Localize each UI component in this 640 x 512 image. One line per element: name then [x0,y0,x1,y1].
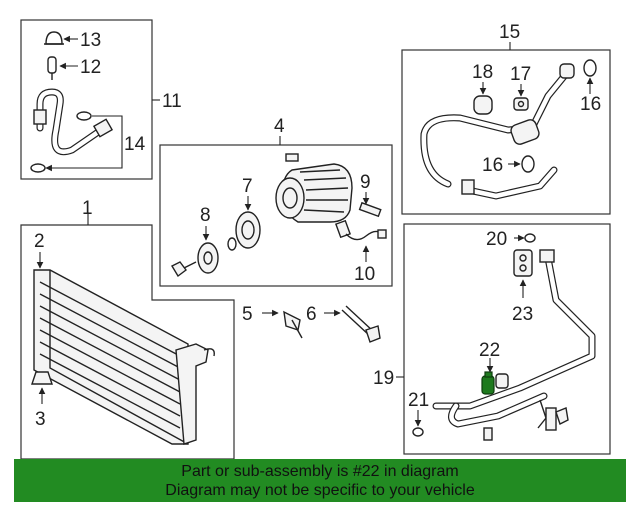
callout-18[interactable]: 18 [472,62,493,83]
part-21-o-ring[interactable] [412,427,424,437]
banner-line-2: Diagram may not be specific to your vehi… [165,482,475,499]
callout-16-lower[interactable]: 16 [482,155,503,176]
part-15-hose[interactable] [420,63,575,200]
part-16-o-ring-lower[interactable] [521,155,535,173]
banner-line-1: Part or sub-assembly is #22 in diagram [181,463,459,480]
group-box-15 [401,42,611,215]
callout-10[interactable]: 10 [354,264,375,285]
callout-5[interactable]: 5 [242,304,253,325]
callout-11[interactable]: 11 [162,91,182,112]
callout-12[interactable]: 12 [80,57,101,78]
part-12-valve-core[interactable] [47,56,57,80]
part-8-hub[interactable] [171,242,219,278]
callout-20[interactable]: 20 [486,229,507,250]
part-13-cap[interactable] [44,31,64,45]
group-box-11 [20,19,160,180]
callout-1[interactable]: 1 [82,198,93,219]
part-4-compressor[interactable] [275,153,353,223]
callout-2[interactable]: 2 [34,231,45,252]
callout-23[interactable]: 23 [512,304,533,325]
part-11-hose[interactable] [33,88,114,156]
callout-3[interactable]: 3 [35,409,46,430]
part-22-highlighted[interactable] [481,371,495,395]
part-14-o-rings[interactable] [30,111,92,173]
part-6-long-bolt[interactable] [341,305,381,343]
part-info-banner: Part or sub-assembly is #22 in diagram D… [14,459,626,502]
callout-19[interactable]: 19 [373,368,394,389]
part-16-o-ring-upper[interactable] [583,59,597,77]
callout-8[interactable]: 8 [200,205,211,226]
part-20-o-ring[interactable] [524,233,536,243]
part-19-liquid-line[interactable] [432,249,596,441]
part-7-pulley[interactable] [227,211,261,251]
part-17-valve[interactable] [513,97,529,111]
group-box-19 [396,223,611,455]
callout-15[interactable]: 15 [499,22,520,43]
part-18-insulator[interactable] [473,95,493,115]
callout-7[interactable]: 7 [242,176,253,197]
part-5-bolt[interactable] [283,310,303,339]
callout-16-upper[interactable]: 16 [580,94,601,115]
callout-21[interactable]: 21 [408,390,429,411]
part-3-cap[interactable] [31,371,53,385]
callout-6[interactable]: 6 [306,304,317,325]
group-box-4 [159,136,393,287]
callout-14[interactable]: 14 [124,134,146,155]
part-9-switch[interactable] [358,201,382,218]
callout-17[interactable]: 17 [510,64,531,85]
part-10-sensor-wire[interactable] [335,219,387,241]
callout-13[interactable]: 13 [80,30,101,51]
callout-9[interactable]: 9 [360,172,371,193]
callout-22[interactable]: 22 [479,340,500,361]
callout-4[interactable]: 4 [274,116,285,137]
part-23-expansion-valve[interactable] [513,249,533,277]
part-1-condenser[interactable] [33,269,215,445]
